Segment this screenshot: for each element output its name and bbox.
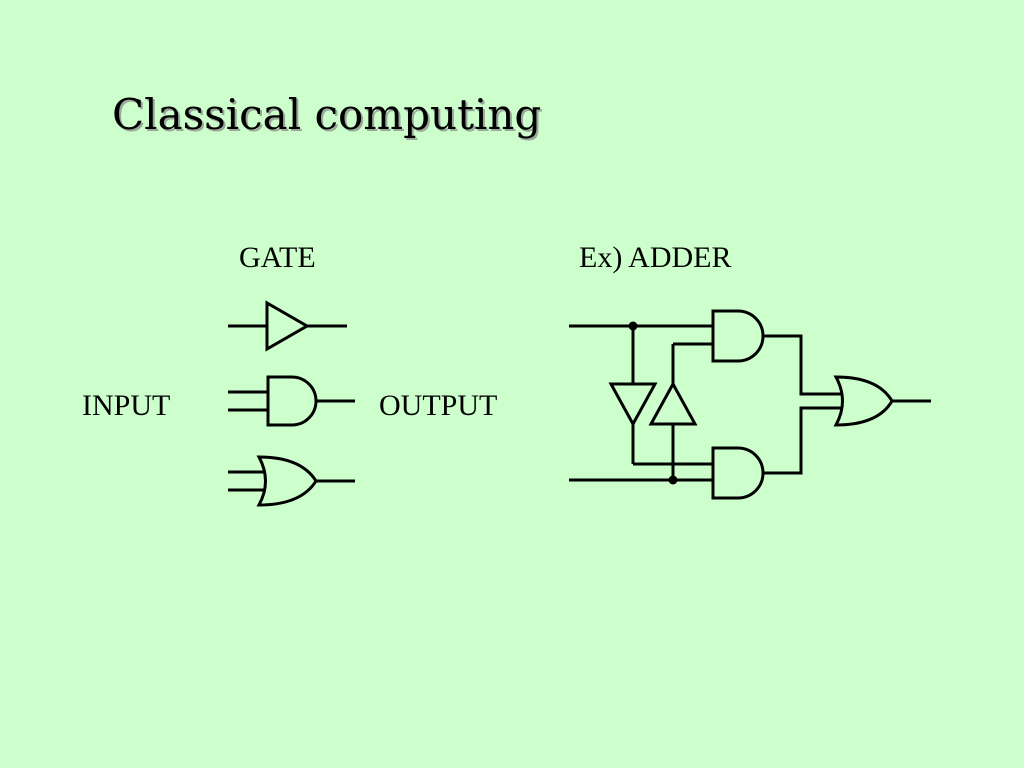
- gate-symbols: [228, 300, 355, 507]
- page-title: Classical computing: [112, 90, 542, 139]
- and-gate-top: [711, 309, 765, 363]
- and-gate-symbol: [228, 375, 355, 427]
- gate-heading: GATE: [239, 241, 316, 274]
- buffer-gate-down: [608, 382, 658, 428]
- buffer-gate-symbol: [228, 300, 347, 352]
- output-label: OUTPUT: [379, 389, 498, 422]
- input-label: INPUT: [82, 389, 171, 422]
- and-gate-bottom: [711, 446, 765, 500]
- adder-heading: Ex) ADDER: [579, 241, 732, 274]
- or-gate-output: [833, 375, 894, 427]
- adder-circuit: [569, 309, 931, 500]
- buffer-gate-up: [648, 380, 698, 426]
- or-gate-symbol: [228, 455, 355, 507]
